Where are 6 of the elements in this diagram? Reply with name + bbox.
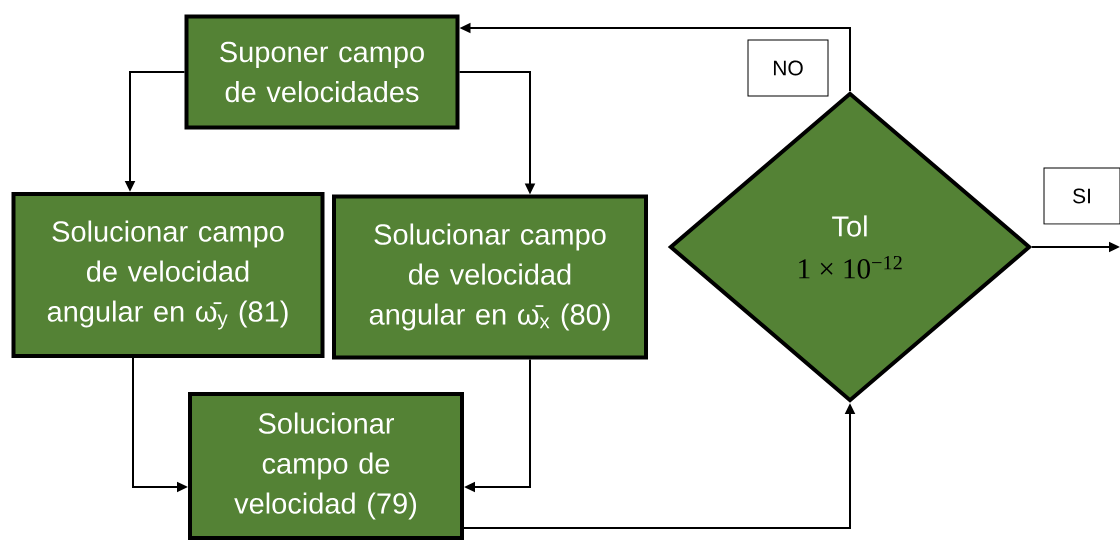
process-box: Solucionar campo de velocidad (79) bbox=[188, 392, 464, 540]
process-box: Solucionar campo de velocidad angular en ω̄$_{y}$ (81) bbox=[11, 192, 325, 358]
edge-label: NO bbox=[747, 39, 829, 97]
edge-label: SI bbox=[1043, 167, 1120, 225]
process-box: Suponer campo de velocidades bbox=[184, 14, 460, 130]
process-box: Solucionar campo de velocidad angular en ω̄$_{x}$ (80) bbox=[332, 194, 648, 360]
